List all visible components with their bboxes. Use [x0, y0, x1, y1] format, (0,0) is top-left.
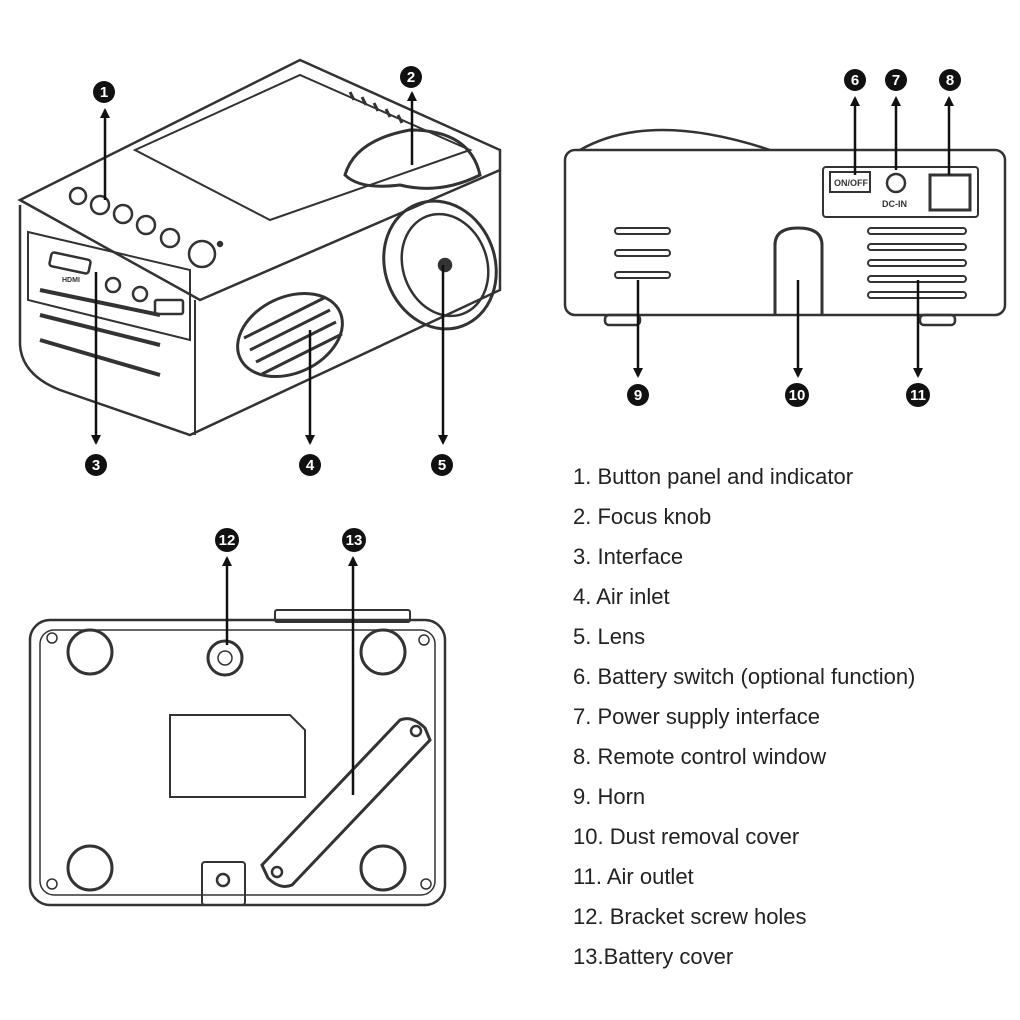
projector-top-panel — [132, 73, 473, 222]
legend-item-7: 7. Power supply interface — [573, 704, 821, 729]
legend-item-8: 8. Remote control window — [573, 744, 827, 769]
bottom-view — [28, 609, 447, 907]
bottom-view-bracket-screw — [215, 872, 231, 888]
legend-item-2: 2. Focus knob — [573, 504, 712, 529]
battery-switch — [829, 171, 871, 193]
legend-item-12: 12. Bracket screw holes — [573, 904, 807, 929]
rear-foot-right — [918, 313, 957, 327]
parts-legend: 1. Button panel and indicator 2. Focus k… — [573, 460, 915, 980]
svg-text:13: 13 — [346, 532, 363, 549]
legend-item-6: 6. Battery switch (optional function) — [573, 664, 916, 689]
bracket-screw-hole — [206, 639, 244, 677]
legend-item-1: 1. Button panel and indicator — [573, 464, 854, 489]
callout-2: 2 — [400, 66, 422, 88]
bottom-view-feet — [66, 628, 407, 892]
callout-11: 11 — [906, 383, 930, 407]
svg-text:10: 10 — [789, 387, 806, 404]
callout-6: 6 — [844, 69, 866, 91]
top-vent-slots — [348, 91, 404, 124]
rear-view — [563, 128, 1007, 327]
svg-text:8: 8 — [946, 72, 954, 89]
svg-text:2: 2 — [407, 69, 415, 86]
focus-knob — [343, 128, 482, 190]
legend-item-11: 11. Air outlet — [573, 864, 694, 889]
leader-lines — [91, 91, 954, 795]
bottom-view-label-plate — [169, 714, 306, 798]
power-supply-interface — [885, 172, 907, 194]
battery-switch-housing — [822, 166, 979, 218]
button-panel — [68, 186, 224, 269]
callout-13: 13 — [342, 528, 366, 552]
callout-4: 4 — [299, 454, 321, 476]
rear-view-body — [563, 148, 1007, 317]
projector-front-face — [18, 170, 502, 437]
legend-item-13: 13.Battery cover — [573, 944, 734, 969]
svg-text:3: 3 — [92, 457, 100, 474]
callout-9: 9 — [627, 384, 649, 406]
legend-item-9: 9. Horn — [573, 784, 646, 809]
projector-top-outline — [17, 58, 502, 302]
callout-10: 10 — [785, 383, 809, 407]
air-inlet-grille — [236, 291, 344, 379]
rear-foot-left — [603, 313, 642, 327]
legend-item-5: 5. Lens — [573, 624, 646, 649]
svg-text:12: 12 — [219, 532, 236, 549]
svg-text:1: 1 — [100, 84, 108, 101]
bottom-view-top-tab — [274, 609, 411, 623]
interface-panel — [27, 230, 191, 377]
callout-12: 12 — [215, 528, 239, 552]
legend-item-3: 3. Interface — [573, 544, 684, 569]
battery-cover — [260, 717, 432, 888]
legend-item-4: 4. Air inlet — [573, 584, 670, 609]
dust-removal-cover — [773, 226, 824, 315]
remote-control-window — [928, 173, 972, 212]
device-print: HDMI ON/OFF DC-IN — [62, 178, 907, 284]
svg-text:4: 4 — [306, 457, 315, 474]
lens-assembly — [382, 199, 498, 331]
svg-text:7: 7 — [892, 72, 900, 89]
hdmi-label: HDMI — [62, 277, 80, 284]
callout-8: 8 — [939, 69, 961, 91]
svg-text:11: 11 — [910, 387, 926, 404]
battery-cover-screw-bottom — [270, 865, 284, 879]
callout-3: 3 — [85, 454, 107, 476]
battery-cover-screw-top — [409, 724, 423, 738]
rear-view-top-hump — [579, 128, 771, 152]
svg-text:9: 9 — [634, 387, 642, 404]
dc-in-label: DC-IN — [882, 199, 907, 209]
svg-text:6: 6 — [851, 72, 859, 89]
bottom-view-screws — [46, 632, 432, 890]
switch-label: ON/OFF — [834, 178, 868, 188]
bottom-view-bracket-tab — [201, 861, 246, 906]
perspective-view — [17, 58, 502, 437]
legend-item-10: 10. Dust removal cover — [573, 824, 800, 849]
horn-grille — [614, 227, 671, 279]
bottom-view-inner — [39, 629, 436, 896]
svg-text:5: 5 — [438, 457, 446, 474]
callout-7: 7 — [885, 69, 907, 91]
callout-5: 5 — [431, 454, 453, 476]
callouts: 1 2 3 4 5 6 7 8 9 10 11 12 13 — [85, 66, 961, 552]
callout-1: 1 — [93, 81, 115, 103]
